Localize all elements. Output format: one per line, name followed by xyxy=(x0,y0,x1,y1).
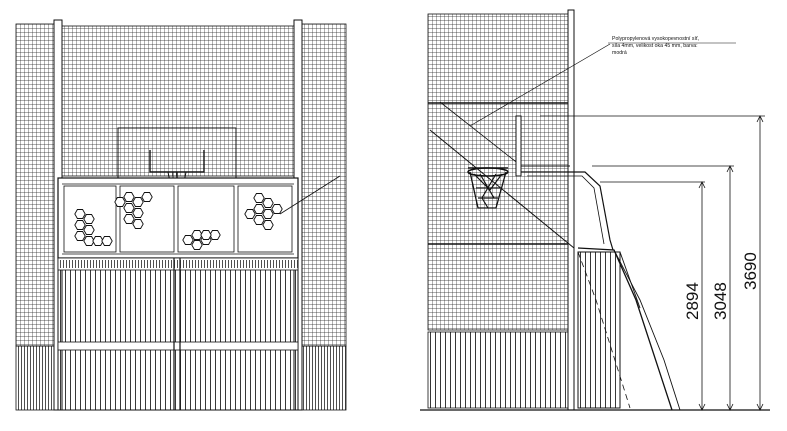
right-lower-boards xyxy=(301,345,347,411)
support-legs xyxy=(577,247,673,411)
dim-3048: 3048 xyxy=(711,282,730,320)
hexagon-shape xyxy=(92,236,104,246)
hexagon-panel xyxy=(119,185,175,253)
hexagon-shape xyxy=(114,197,126,207)
right-side-mesh xyxy=(301,23,347,347)
hexagon-shape xyxy=(141,192,153,202)
hexagon-shape xyxy=(132,208,144,218)
hexagon-shape xyxy=(123,192,135,202)
dim-2894: 2894 xyxy=(683,282,702,320)
hexagon-shape xyxy=(262,198,274,208)
hexagon-shape xyxy=(253,215,265,225)
hexagon-shape xyxy=(182,235,194,245)
front-elevation xyxy=(15,19,347,411)
hexagon-shape xyxy=(262,220,274,230)
hexagon-panel xyxy=(237,185,293,253)
annotation-line-2: síla 4mm, velikost oka 45 mm, barva: xyxy=(612,43,698,49)
side-lower-boards xyxy=(427,331,569,409)
rear-post xyxy=(567,9,575,411)
hexagon-shape xyxy=(132,197,144,207)
hexagon-shape xyxy=(253,193,265,203)
hexagon-shape xyxy=(83,236,95,246)
hexagon-shape xyxy=(74,220,86,230)
support-frame xyxy=(577,251,621,409)
hexagon-shape xyxy=(101,236,113,246)
annotation-line-1: Polypropylenová vysokopevnostní síť, xyxy=(612,36,699,42)
hexagon-shape xyxy=(83,214,95,224)
hexagon-panel xyxy=(63,185,117,253)
hexagon-shape xyxy=(191,240,203,250)
hexagon-panel xyxy=(177,185,235,253)
side-elevation: 2894 3048 3690 Polypropylenová vysokopev… xyxy=(420,9,770,411)
hexagon-shape xyxy=(262,209,274,219)
hexagon-shape xyxy=(271,204,283,214)
dim-3690: 3690 xyxy=(741,252,760,290)
central-mesh xyxy=(61,25,295,177)
front-lower-fence xyxy=(57,257,299,411)
hexagon-shape xyxy=(74,231,86,241)
hexagon-panels xyxy=(63,185,293,253)
annotation-line-3: modrá xyxy=(612,50,627,56)
side-backboard xyxy=(515,115,522,177)
hexagon-shape xyxy=(83,225,95,235)
hexagon-shape xyxy=(132,219,144,229)
hexagon-shape xyxy=(191,230,203,240)
hexagon-shape xyxy=(200,230,212,240)
side-hoop-net xyxy=(467,167,509,209)
left-side-mesh xyxy=(15,23,55,347)
hexagon-shape xyxy=(123,214,135,224)
hexagon-shape xyxy=(244,209,256,219)
dimension-lines xyxy=(540,115,765,411)
hexagon-shape xyxy=(123,203,135,213)
left-lower-boards xyxy=(15,345,55,411)
mesh-annotation: Polypropylenová vysokopevnostní síť, síl… xyxy=(469,36,736,127)
hexagon-shape xyxy=(74,209,86,219)
hexagon-shape xyxy=(253,204,265,214)
